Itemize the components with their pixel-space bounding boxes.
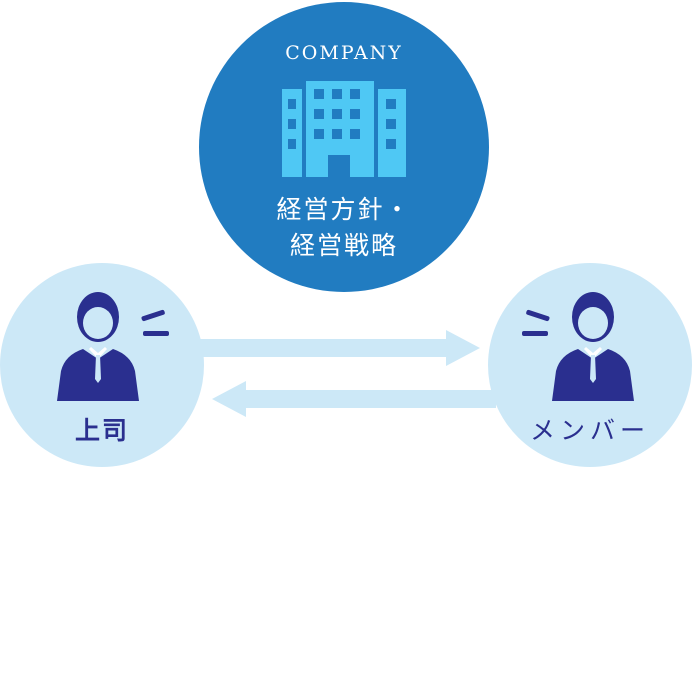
policy-line-1: 経営方針・ [276, 195, 412, 224]
boss-label: 上司 [74, 416, 129, 445]
arrow-left-icon [212, 381, 496, 417]
boss-circle: 上司 [0, 263, 204, 467]
company-policy: 経営方針・ 経営戦略 [199, 192, 489, 264]
policy-line-2: 経営戦略 [289, 231, 398, 260]
businessman-icon [522, 292, 634, 401]
company-label: COMPANY [285, 42, 403, 64]
businessman-icon [57, 292, 169, 401]
member-label: メンバー [529, 416, 650, 445]
company-circle: COMPANY [199, 2, 489, 292]
member-circle: メンバー [488, 263, 692, 467]
arrow-right-icon [200, 330, 480, 366]
building-icon [282, 81, 406, 177]
